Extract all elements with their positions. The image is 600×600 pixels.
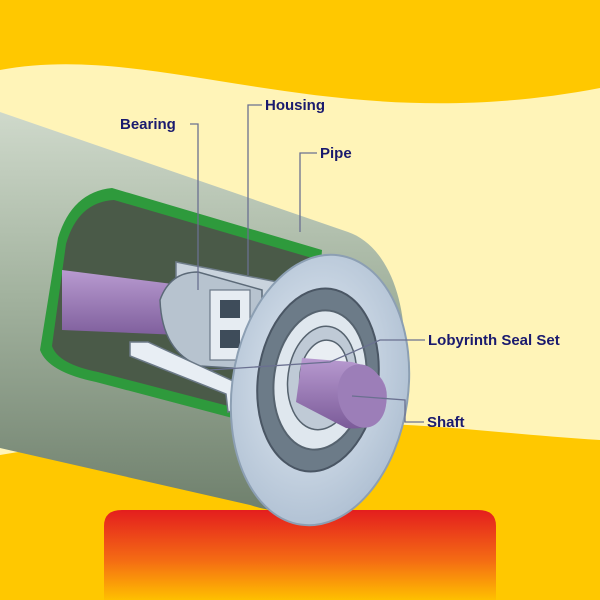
leader-line-seal	[209, 339, 425, 371]
bearing-roller	[220, 330, 240, 348]
bearing-roller	[220, 300, 240, 318]
label-pipe: Pipe	[320, 145, 352, 162]
leader-line-pipe	[299, 152, 317, 232]
roller-base	[104, 510, 496, 600]
leader-line-housing	[247, 104, 262, 275]
leader-line-shaft	[351, 395, 424, 423]
label-bearing: Bearing	[120, 116, 176, 133]
label-seal-set: Lobyrinth Seal Set	[428, 332, 560, 349]
shaft-end-face	[337, 364, 387, 428]
label-shaft: Shaft	[427, 414, 465, 431]
leader-line-bearing	[190, 123, 199, 290]
label-housing: Housing	[265, 97, 325, 114]
